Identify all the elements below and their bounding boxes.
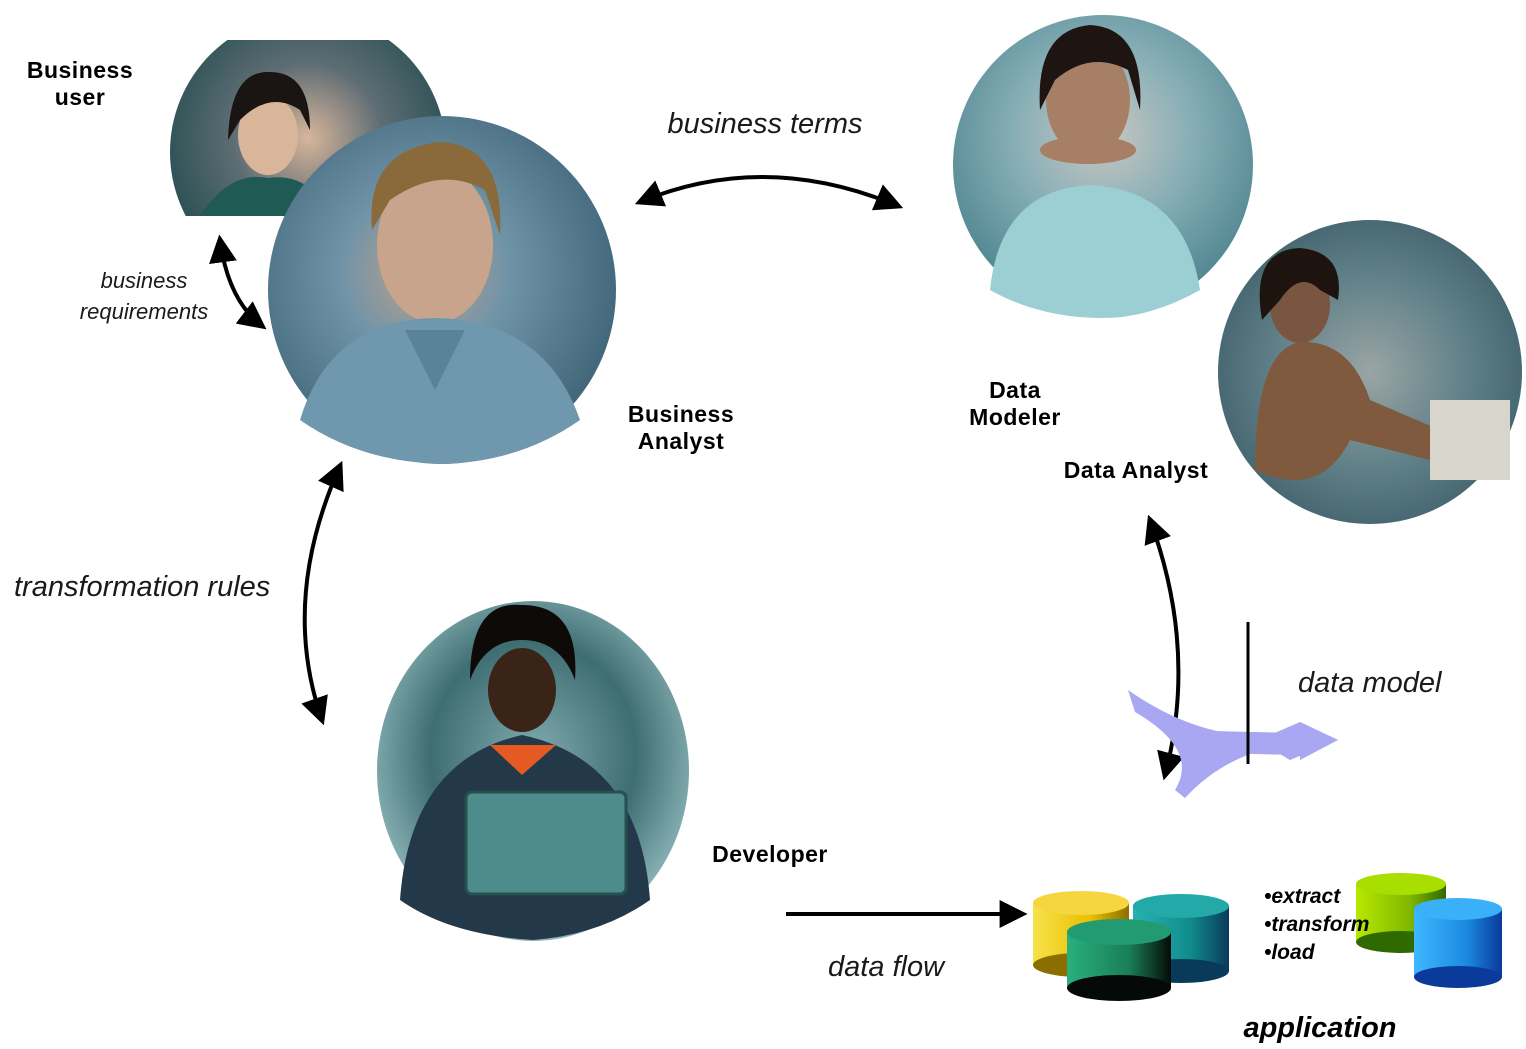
data-model-flow-arrow (1128, 690, 1338, 798)
application-label: application (1243, 1012, 1397, 1044)
data-modeler-label: Data Modeler (945, 377, 1085, 431)
business-analyst-label-line-2: Analyst (637, 428, 725, 454)
transformation-rules-label: transformation rules (14, 571, 271, 603)
data-analyst-label: Data Analyst (1063, 457, 1209, 483)
etl-steps-list: •extract •transform •load (1264, 883, 1404, 967)
etl-step-transform: •transform (1264, 913, 1370, 936)
business-terms-arrow (634, 174, 904, 211)
business-requirements-label: business requirements (52, 265, 236, 327)
business-analyst-label: Business Analyst (606, 401, 756, 455)
database-green (1067, 919, 1171, 1001)
business-user-label-line-1: Business (26, 57, 134, 83)
data-model-label: data model (1298, 667, 1442, 699)
business-analyst-portrait (268, 116, 616, 464)
data-flow-label: data flow (828, 951, 945, 983)
business-user-label: Business user (10, 57, 150, 111)
business-user-label-line-2: user (54, 84, 106, 110)
data-analyst-arrow (1144, 514, 1185, 781)
business-requirements-label-line-2: requirements (79, 299, 209, 324)
data-modeler-label-line-1: Data (989, 377, 1041, 403)
transformation-rules-arrow (301, 460, 344, 726)
business-terms-label: business terms (667, 108, 863, 140)
data-analyst-portrait (1218, 220, 1522, 524)
business-requirements-label-line-1: business (100, 268, 188, 293)
developer-label: Developer (712, 841, 828, 867)
business-analyst-label-line-1: Business (627, 401, 735, 427)
developer-portrait (377, 601, 689, 941)
data-modeler-portrait (953, 15, 1253, 318)
database-blue (1414, 898, 1502, 988)
etl-step-load: •load (1264, 941, 1315, 964)
etl-step-extract: •extract (1264, 885, 1341, 908)
business-requirements-arrow (209, 234, 267, 330)
data-modeler-label-line-2: Modeler (969, 404, 1061, 430)
